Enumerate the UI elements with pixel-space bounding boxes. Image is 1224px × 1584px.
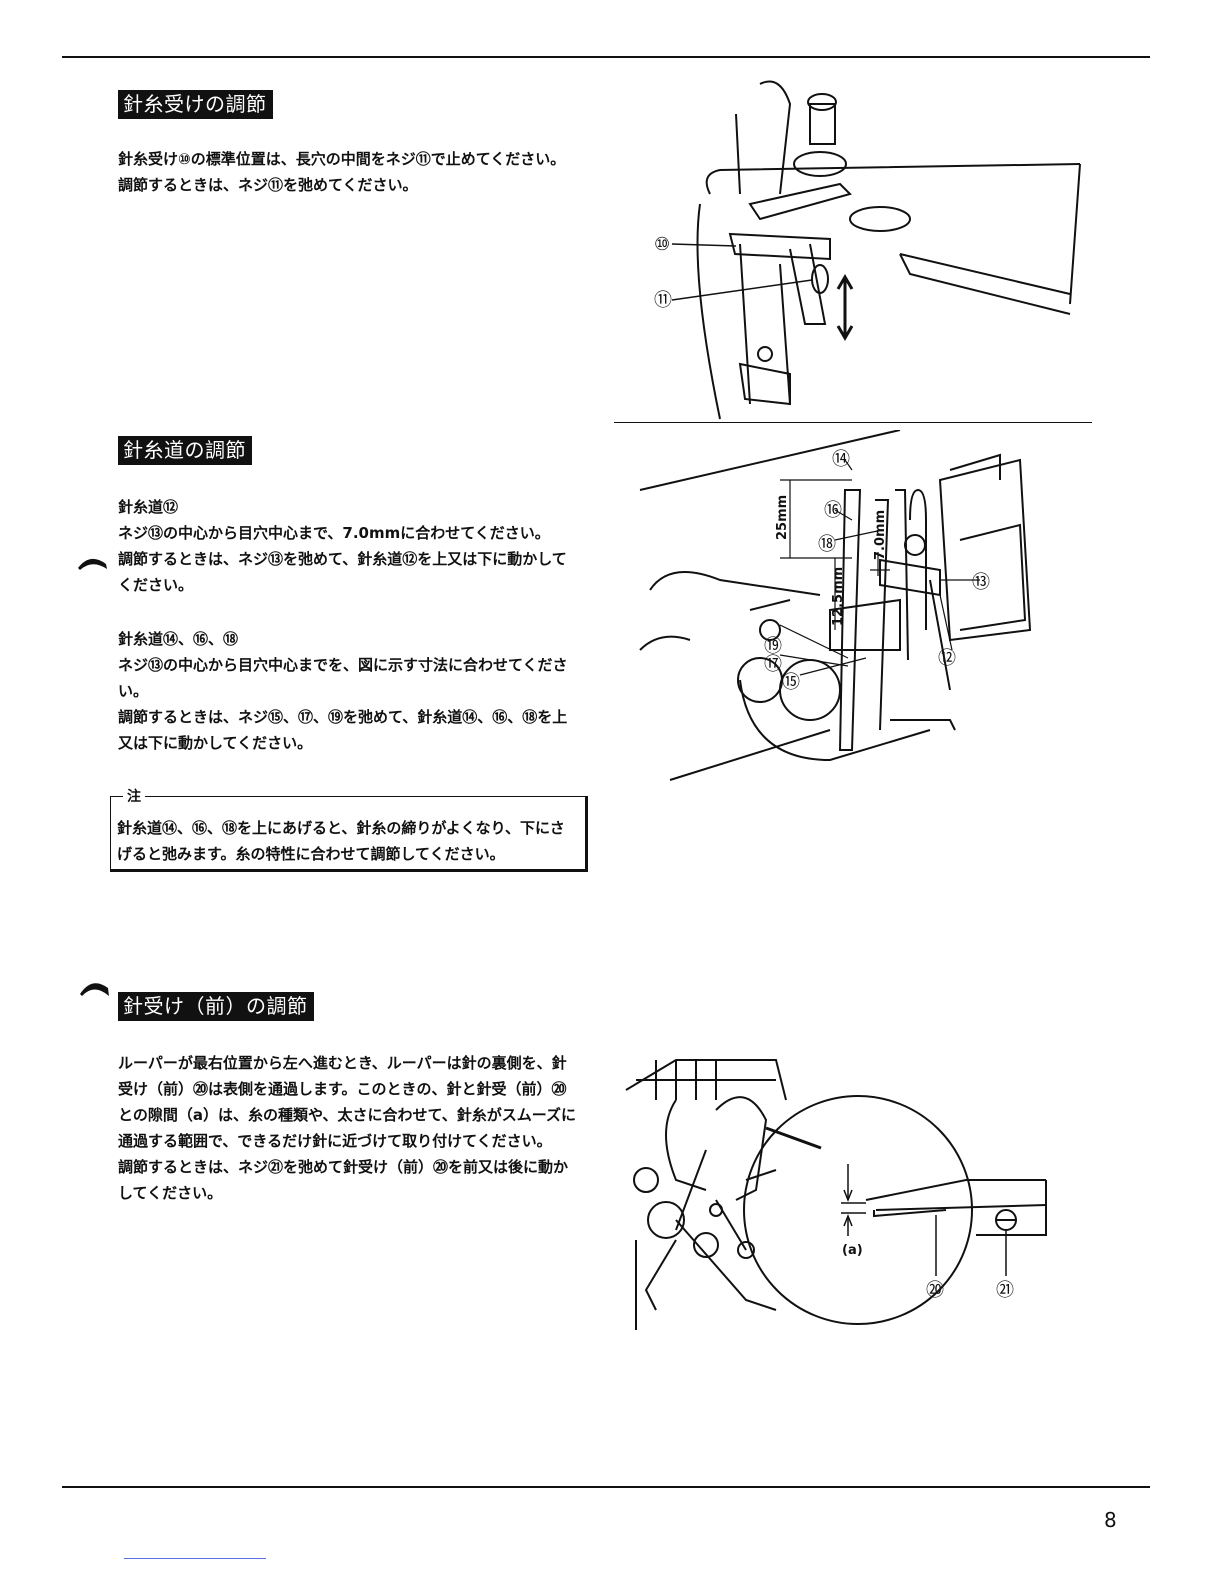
- margin-mark-icon: [80, 983, 109, 996]
- section2-line: 調節するときは、ネジ⑮、⑰、⑲を弛めて、針糸道⑭、⑯、⑱を上: [118, 708, 568, 726]
- section2-sub1: 針糸道⑫ ネジ⑬の中心から目穴中心まで、7.0mmに合わせてください。 調節する…: [118, 494, 588, 598]
- fig2-label: ⑮: [782, 672, 800, 693]
- note-label: 注: [123, 786, 145, 806]
- subhead-thread-path-12: 針糸道⑫: [118, 498, 179, 516]
- section3-line: ルーパーが最右位置から左へ進むとき、ルーパーは針の裏側を、針: [118, 1054, 567, 1072]
- fig2-label: ⑬: [972, 572, 990, 593]
- fig2-label: ⑰: [764, 654, 782, 675]
- fig2-label: ⑲: [764, 636, 782, 657]
- section2-line: 又は下に動かしてください。: [118, 734, 313, 752]
- fig2-dimension: 25mm: [775, 495, 790, 540]
- section-title-needle-thread-guide: 針糸受けの調節: [118, 90, 273, 119]
- section3-line: 受け（前）⑳は表側を通過します。このときの、針と針受（前）⑳: [118, 1080, 567, 1098]
- note-text: 針糸道⑭、⑯、⑱を上にあげると、針糸の締りがよくなり、下にさ げると弛みます。糸…: [117, 815, 581, 867]
- fig3-label: ㉑: [996, 1280, 1014, 1301]
- subhead-thread-path-14-16-18: 針糸道⑭、⑯、⑱: [118, 630, 239, 648]
- note-line: 針糸道⑭、⑯、⑱を上にあげると、針糸の締りがよくなり、下にさ: [117, 819, 565, 837]
- section1-line: 調節するときは、ネジ⑪を弛めてください。: [118, 176, 418, 194]
- bottom-rule: [62, 1486, 1150, 1488]
- note-line: げると弛みます。糸の特性に合わせて調節してください。: [117, 845, 505, 863]
- section2-line: ネジ⑬の中心から目穴中心までを、図に示す寸法に合わせてくださ: [118, 656, 568, 674]
- fig3-label: ⑳: [926, 1280, 944, 1301]
- figure-divider: [614, 422, 1092, 423]
- section-title-needle-guard-front: 針受け（前）の調節: [118, 992, 314, 1021]
- section-title-needle-thread-path: 針糸道の調節: [118, 436, 252, 465]
- section3-line: 通過する範囲で、できるだけ針に近づけて取り付けてください。: [118, 1132, 552, 1150]
- fig2-dimension: 7.0mm: [873, 510, 888, 560]
- fig2-label: ⑱: [818, 534, 836, 555]
- section3-text: ルーパーが最右位置から左へ進むとき、ルーパーは針の裏側を、針 受け（前）⑳は表側…: [118, 1050, 588, 1206]
- fig3-gap-label: (a): [842, 1243, 863, 1258]
- fig2-dimension: 12.5mm: [831, 567, 846, 626]
- fig2-label: ⑯: [824, 500, 842, 521]
- section1-line: 針糸受け⑩の標準位置は、長穴の中間をネジ⑪で止めてください。: [118, 150, 566, 168]
- footer-line: [124, 1558, 266, 1559]
- top-rule: [62, 56, 1150, 58]
- section3-line: との隙間（a）は、糸の種類や、太さに合わせて、針糸がスムーズに: [118, 1106, 577, 1124]
- fig2-label: ⑫: [938, 648, 956, 669]
- figure-thread-guide-diagram: ⑩ ⑪: [654, 80, 1081, 420]
- section2-line: ください。: [118, 576, 194, 594]
- margin-mark-icon: [78, 558, 107, 570]
- section3-line: してください。: [118, 1184, 223, 1202]
- section2-line: 調節するときは、ネジ⑬を弛めて、針糸道⑫を上又は下に動かして: [118, 550, 567, 568]
- figure-thread-path-diagram: ⑭ ⑯ ⑱ ⑬ ⑲ ⑰ ⑮ ⑫ 25mm 7.0mm 12.5mm: [639, 430, 1032, 781]
- section1-text: 針糸受け⑩の標準位置は、長穴の中間をネジ⑪で止めてください。 調節するときは、ネ…: [118, 146, 588, 198]
- fig1-label: ⑪: [654, 290, 672, 311]
- section2-line: い。: [118, 682, 149, 700]
- section2-line: ネジ⑬の中心から目穴中心まで、7.0mmに合わせてください。: [118, 524, 550, 542]
- figure-needle-guard-diagram: (a) ⑳ ㉑: [625, 1059, 1047, 1330]
- fig2-label: ⑭: [832, 449, 850, 470]
- note-box: 注 針糸道⑭、⑯、⑱を上にあげると、針糸の締りがよくなり、下にさ げると弛みます…: [110, 786, 588, 872]
- fig1-label: ⑩: [654, 234, 670, 255]
- section2-sub2: 針糸道⑭、⑯、⑱ ネジ⑬の中心から目穴中心までを、図に示す寸法に合わせてくださ …: [118, 626, 588, 756]
- section3-line: 調節するときは、ネジ㉑を弛めて針受け（前）⑳を前又は後に動か: [118, 1158, 569, 1176]
- page-number: 8: [1104, 1508, 1117, 1532]
